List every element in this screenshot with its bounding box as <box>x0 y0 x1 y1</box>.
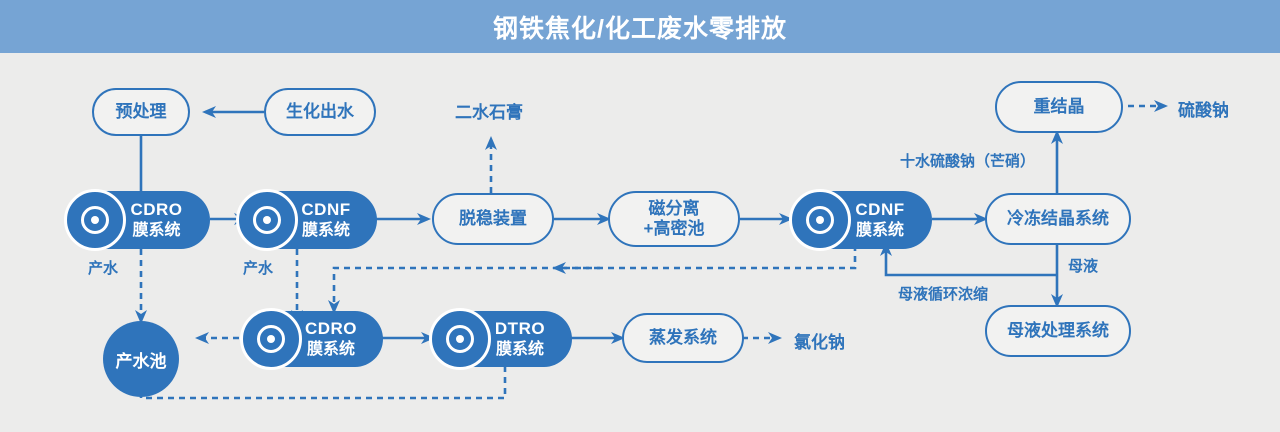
node-freeze-crystallization-label: 冷冻结晶系统 <box>1007 209 1109 229</box>
node-magnetic-separation-line1: 磁分离 <box>648 199 700 219</box>
membrane-disc-icon <box>240 308 302 370</box>
edge-label-glauber-salt: 十水硫酸钠（芒硝） <box>900 153 1036 170</box>
node-bio-effluent[interactable]: 生化出水 <box>264 88 376 136</box>
node-product-water-pool-label: 产水池 <box>115 351 167 371</box>
edge-dtrobot-to-prodpool <box>135 366 507 400</box>
node-product-water-pool[interactable]: 产水池 <box>103 321 179 397</box>
page-title: 钢铁焦化/化工废水零排放 <box>493 14 787 43</box>
node-cdnf-right-cn: 膜系统 <box>855 221 904 239</box>
node-cdro-top-cn: 膜系统 <box>132 221 181 239</box>
node-cdnf-right-en: CDNF <box>855 200 905 220</box>
node-pretreat-label: 预处理 <box>115 102 167 122</box>
node-cdro-top-en: CDRO <box>130 200 183 220</box>
node-mother-liquor-treatment[interactable]: 母液处理系统 <box>985 305 1131 357</box>
node-dtro-bottom-en: DTRO <box>494 319 546 339</box>
connector-layer <box>135 100 1168 400</box>
node-cdro-bottom-en: CDRO <box>304 319 358 339</box>
node-cdnf-top-en: CDNF <box>301 200 351 220</box>
output-label-sodium-chloride: 氯化钠 <box>794 333 845 352</box>
node-bio-effluent-label: 生化出水 <box>286 102 354 122</box>
edge-label-product-water-1: 产水 <box>88 260 119 277</box>
edge-cdnfright-to-cdrobot <box>328 245 857 314</box>
node-destabilizer[interactable]: 脱稳装置 <box>432 193 554 245</box>
output-label-gypsum: 二水石膏 <box>455 103 523 122</box>
edge-label-mother-liquor: 母液 <box>1068 258 1099 275</box>
node-cdnf-top[interactable]: CDNF 膜系统 <box>236 189 377 251</box>
node-cdro-bottom[interactable]: CDRO 膜系统 <box>240 308 383 370</box>
node-mother-liquor-treatment-label: 母液处理系统 <box>1007 321 1109 341</box>
node-cdro-bottom-cn: 膜系统 <box>306 340 355 358</box>
edge-label-product-water-2: 产水 <box>243 260 274 277</box>
node-evaporation-label: 蒸发系统 <box>649 328 717 348</box>
node-pretreat[interactable]: 预处理 <box>92 88 190 136</box>
node-freeze-crystallization[interactable]: 冷冻结晶系统 <box>985 193 1131 245</box>
node-dtro-bottom[interactable]: DTRO 膜系统 <box>429 308 572 370</box>
node-recrystallization[interactable]: 重结晶 <box>995 81 1123 133</box>
membrane-disc-icon <box>236 189 298 251</box>
node-magnetic-separation[interactable]: 磁分离 +高密池 <box>608 191 740 247</box>
node-magnetic-separation-line2: +高密池 <box>643 219 705 238</box>
flow-diagram-canvas: 预处理 生化出水 CDRO 膜系统 CDNF 膜系统 脱稳装置 磁分离 +高密池 <box>0 53 1280 432</box>
node-evaporation[interactable]: 蒸发系统 <box>622 313 744 363</box>
membrane-disc-icon <box>429 308 491 370</box>
node-destabilizer-label: 脱稳装置 <box>459 209 527 229</box>
edge-label-mother-liquor-recycle: 母液循环浓缩 <box>898 286 989 303</box>
node-dtro-bottom-cn: 膜系统 <box>495 340 544 358</box>
node-cdro-top[interactable]: CDRO 膜系统 <box>64 189 210 251</box>
node-recrystallization-label: 重结晶 <box>1033 97 1085 117</box>
node-cdnf-right[interactable]: CDNF 膜系统 <box>789 189 932 251</box>
page-header: 钢铁焦化/化工废水零排放 <box>0 0 1280 53</box>
edge-motherliq-recycle <box>880 242 1057 277</box>
node-cdnf-top-cn: 膜系统 <box>301 221 350 239</box>
membrane-disc-icon <box>789 189 851 251</box>
output-label-sodium-sulfate: 硫酸钠 <box>1178 101 1229 120</box>
membrane-disc-icon <box>64 189 126 251</box>
